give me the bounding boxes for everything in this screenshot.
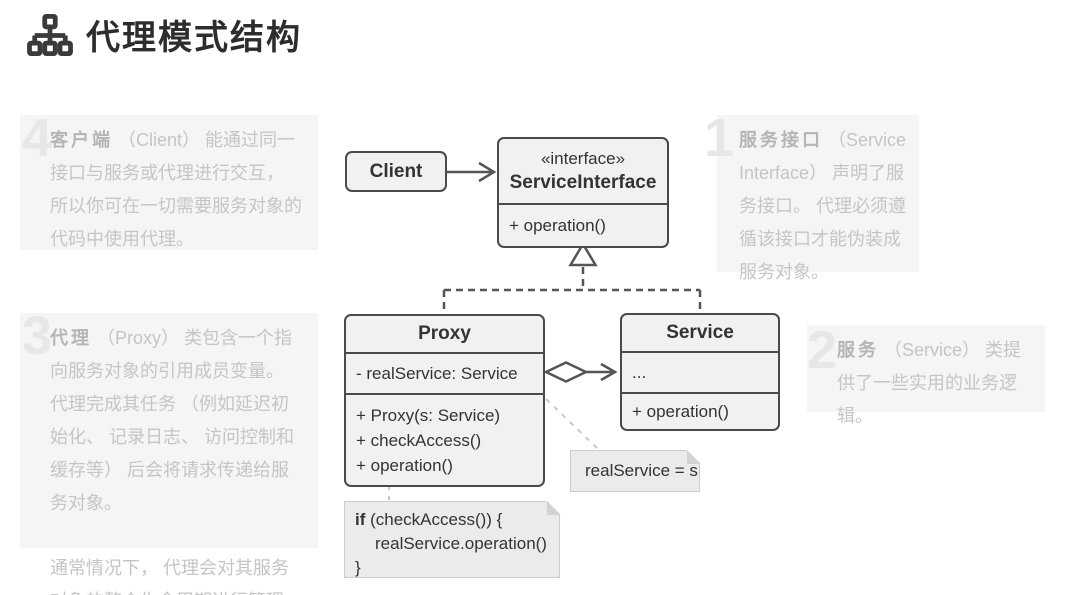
page-header: 代理模式结构	[26, 10, 302, 59]
note-real-service-assignment: realService = s	[570, 449, 701, 492]
annotation-proxy-text: 代理 （Proxy） 类包含一个指向服务对象的引用成员变量。 代理完成其任务 （…	[50, 328, 295, 513]
sitemap-structure-icon	[27, 13, 73, 56]
field-real-service: - realService: Service	[356, 364, 518, 383]
method-operation: + operation()	[509, 216, 606, 235]
methods-proxy: + Proxy(s: Service) + checkAccess() + op…	[346, 393, 543, 485]
class-header-service-interface: «interface» ServiceInterface	[499, 139, 667, 203]
note-operation-pseudocode: if (checkAccess()) { realService.operati…	[344, 500, 561, 578]
method-check-access: + checkAccess()	[356, 431, 482, 450]
fields-service: ...	[622, 351, 778, 392]
method-operation: + operation()	[356, 456, 453, 475]
class-box-service: Service ... + operation()	[620, 313, 780, 431]
methods-service: + operation()	[622, 392, 778, 429]
class-box-client: Client	[345, 151, 447, 192]
class-name-service: Service	[666, 322, 734, 343]
annotation-proxy-text-2: 通常情况下， 代理会对其服务对象的整个生命周期进行管理。	[50, 558, 302, 595]
annotation-service-text: 服务 （Service） 类提供了一些实用的业务逻辑。	[837, 340, 1022, 426]
page-title: 代理模式结构	[86, 19, 302, 57]
class-box-service-interface: «interface» ServiceInterface + operation…	[497, 137, 669, 248]
code-line-1: if (checkAccess()) {	[355, 510, 503, 529]
annotation-service: 2 服务 （Service） 类提供了一些实用的业务逻辑。	[807, 320, 1045, 426]
class-box-proxy: Proxy - realService: Service + Proxy(s: …	[344, 314, 545, 487]
annotation-service-interface: 1 服务接口 （Service Interface） 声明了服务接口。 代理必须…	[704, 111, 919, 282]
association-arrow-client-interface	[447, 161, 497, 183]
method-operation: + operation()	[632, 402, 729, 421]
annotation-proxy: 3 代理 （Proxy） 类包含一个指向服务对象的引用成员变量。 代理完成其任务…	[20, 309, 318, 595]
annotation-client: 4 客户端 （Client） 能通过同一接口与服务或代理进行交互， 所以你可在一…	[20, 111, 318, 250]
field-ellipsis: ...	[632, 363, 647, 382]
stereotype-interface: «interface»	[540, 149, 626, 168]
annotation-client-text: 客户端 （Client） 能通过同一接口与服务或代理进行交互， 所以你可在一切需…	[50, 130, 302, 249]
annotation-number-1: 1	[704, 108, 735, 168]
note-assignment-text: realService = s	[585, 461, 698, 480]
class-name-proxy: Proxy	[418, 323, 471, 344]
methods-service-interface: + operation()	[499, 203, 667, 246]
aggregation-arrow-proxy-service	[543, 361, 618, 383]
annotation-number-3: 3	[22, 306, 53, 366]
class-name-client: Client	[369, 160, 423, 182]
fields-proxy: - realService: Service	[346, 352, 543, 393]
code-line-2: realService.operation()	[375, 534, 547, 553]
annotation-number-2: 2	[807, 320, 838, 380]
annotation-service-interface-text: 服务接口 （Service Interface） 声明了服务接口。 代理必须遵循…	[739, 130, 907, 282]
method-proxy-ctor: + Proxy(s: Service)	[356, 406, 501, 425]
class-name-service-interface: ServiceInterface	[509, 172, 657, 193]
annotation-number-4: 4	[22, 108, 53, 168]
realization-dashed-lines	[442, 267, 702, 312]
code-line-3: }	[355, 558, 361, 577]
